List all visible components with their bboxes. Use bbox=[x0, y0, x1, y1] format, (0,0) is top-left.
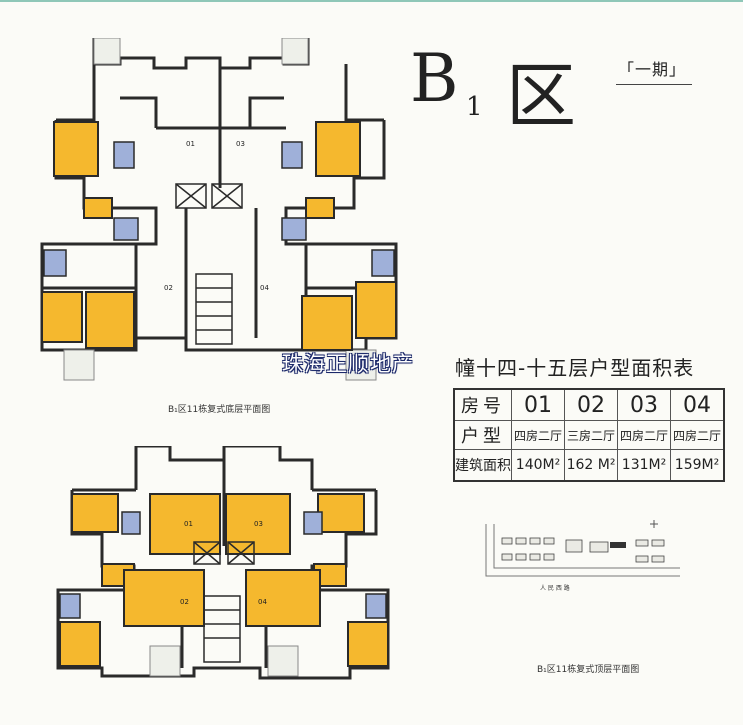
unit-no-03: 03 bbox=[617, 388, 671, 421]
upper-unit-label-01: 01 bbox=[184, 520, 193, 528]
type-header: 户型 bbox=[453, 420, 512, 450]
area-header: 建筑面积 bbox=[453, 449, 512, 482]
unit-area-04: 159M² bbox=[670, 449, 725, 482]
area-table-title: 幢十四-十五层户型面积表 bbox=[455, 356, 695, 380]
unit-label-04: 04 bbox=[260, 284, 269, 292]
room-small-01 bbox=[83, 197, 113, 219]
street-label: 人 民 西 路 bbox=[540, 584, 570, 592]
room-bedroom-02a bbox=[41, 291, 83, 343]
unit-type-04: 四房二厅 bbox=[670, 420, 725, 450]
phase-underline bbox=[616, 84, 692, 85]
unit-type-01: 四房二厅 bbox=[511, 420, 565, 450]
room-small-03 bbox=[305, 197, 335, 219]
phase-label: 「一期」 bbox=[618, 60, 687, 79]
table-row: 户型 四房二厅 三房二厅 四房二厅 四房二厅 bbox=[453, 420, 725, 450]
room-bedroom-04b bbox=[355, 281, 397, 339]
unit-type-02: 三房二厅 bbox=[564, 420, 618, 450]
room-bedroom-04a bbox=[301, 295, 353, 351]
unit-no-02: 02 bbox=[564, 388, 618, 421]
lower-floor-plan: 01 03 02 04 bbox=[40, 38, 398, 381]
upper-floor-caption: B₁区11栋复式顶层平面图 bbox=[537, 665, 640, 675]
room-bedroom-02b bbox=[85, 291, 135, 349]
block-suffix: 区 bbox=[506, 55, 576, 137]
block-subscript: 1 bbox=[466, 92, 483, 122]
unit-no-01: 01 bbox=[511, 388, 565, 421]
unit-type-03: 四房二厅 bbox=[617, 420, 671, 450]
room-no-header: 房号 bbox=[453, 388, 512, 421]
room-bedroom-01 bbox=[53, 121, 99, 177]
site-location-map: 人 民 西 路 bbox=[485, 520, 680, 592]
unit-area-01: 140M² bbox=[511, 449, 565, 482]
upper-unit-label-04: 04 bbox=[258, 598, 267, 606]
unit-area-03: 131M² bbox=[617, 449, 671, 482]
upper-unit-label-02: 02 bbox=[180, 598, 189, 606]
unit-label-02: 02 bbox=[164, 284, 173, 292]
table-row: 建筑面积 140M² 162 M² 131M² 159M² bbox=[453, 449, 725, 482]
upper-floor-plan: 01 03 02 04 bbox=[56, 446, 390, 680]
unit-no-04: 04 bbox=[670, 388, 725, 421]
top-accent-line bbox=[0, 0, 743, 2]
block-letter: B bbox=[410, 40, 459, 117]
unit-label-03: 03 bbox=[236, 140, 245, 148]
upper-unit-label-03: 03 bbox=[254, 520, 263, 528]
lower-floor-caption: B₁区11栋复式底层平面图 bbox=[168, 405, 271, 415]
area-table: 房号 01 02 03 04 户型 四房二厅 三房二厅 四房二厅 四房二厅 建筑… bbox=[453, 388, 725, 482]
unit-area-02: 162 M² bbox=[564, 449, 618, 482]
room-bedroom-03 bbox=[315, 121, 361, 177]
watermark: 珠海正顺地产 bbox=[282, 352, 414, 376]
table-row: 房号 01 02 03 04 bbox=[453, 388, 725, 421]
unit-label-01: 01 bbox=[186, 140, 195, 148]
